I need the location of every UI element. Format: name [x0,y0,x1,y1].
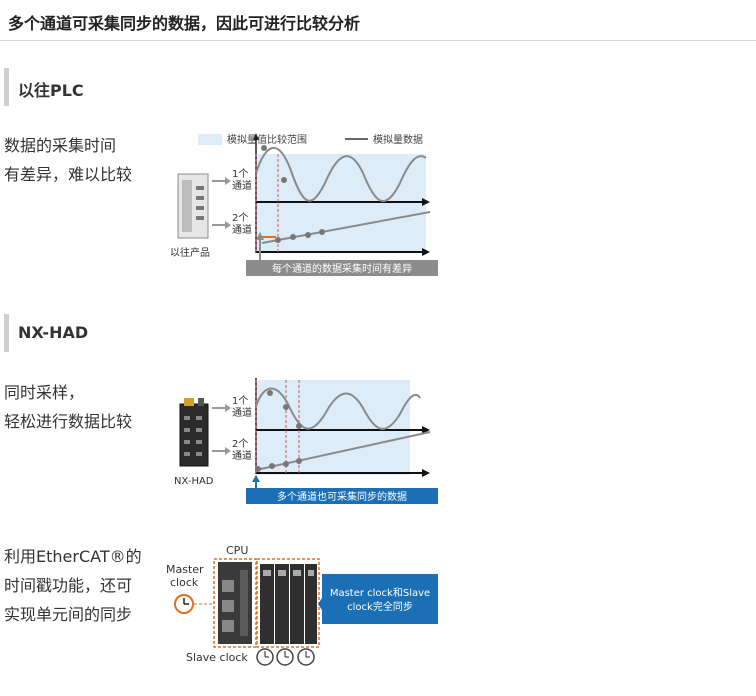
callout-pointer [318,598,322,610]
ch2-label-line1: 2个 [232,212,248,224]
callout-line1: Master clock和Slave [330,587,430,599]
ch2-label-line1: 2个 [232,438,248,450]
ch2-arrow-head [225,221,231,229]
caption-pointer-head [252,475,260,482]
ch1-sample-point [296,423,302,429]
ch1-analog-curve [255,146,427,203]
ch2-label-line2: 通道 [232,223,252,236]
cpu-label: CPU [226,544,248,557]
ch2-analog-line [261,211,431,244]
slave-clock-label: Slave clock [186,651,248,664]
sync-callout-box [322,574,438,624]
master-clock-label-line1: Master [166,563,204,576]
ch1-label-line2: 通道 [232,179,252,192]
cpu-unit [218,562,252,644]
section-heading-nx-had: NX-HAD [4,314,304,352]
ch1-sample-point [261,145,267,151]
ch2-axis-arrow [422,469,430,477]
caption-text: 每个通道的数据采集时间有差异 [272,262,412,275]
legend-range-swatch [198,134,222,145]
ethercat-sync-figure: CPU Master clock Master clock和Slave cloc… [166,544,438,666]
ch2-arrow-head [225,447,231,455]
device-label: NX-HAD [174,476,214,487]
ch2-sample-point [255,466,261,472]
callout-line2: clock完全同步 [347,600,413,613]
description-line: 轻松进行数据比较 [4,412,133,431]
master-clock-label-line2: clock [170,576,199,589]
cpu-highlight-frame [213,558,257,648]
page-title: 多个通道可采集同步的数据，因此可进行比较分析 [8,14,361,33]
ch2-sample-point [290,234,296,240]
description-line: 利用EtherCAT®的 [4,547,142,566]
section-description-nx-had: 同时采样， 轻松进行数据比较 [4,378,132,436]
master-clock-icon [174,594,194,614]
heading-text: 以往PLC [18,81,84,100]
nx-had-sampling-figure: NX-HAD 1个 通道 2个 通道 多个通道也可采集同步的数据 [174,378,438,504]
heading-bar [4,314,9,352]
section-heading-legacy-plc: 以往PLC [4,68,304,106]
ch1-label-line1: 1个 [232,395,248,407]
caption-banner [246,260,438,276]
section-description-ethercat: 利用EtherCAT®的 时间戳功能，还可 实现单元间的同步 [4,542,142,629]
ch1-arrow-head [225,177,231,185]
legend-range-label: 模拟量值比较范围 [227,133,307,146]
slave-clock-icon [297,648,315,666]
description-line: 数据的采集时间 [4,136,117,155]
ch1-arrow-head [225,404,231,412]
y-axis-arrow [253,133,259,140]
caption-banner [246,488,438,504]
description-line: 时间戳功能，还可 [4,576,133,595]
device-label: 以往产品 [170,246,210,259]
description-line: 有差异，难以比较 [4,165,133,184]
ch2-sample-point [319,229,325,235]
nx-had-device-icon [179,398,209,467]
ch1-axis-arrow [422,198,430,206]
description-line: 实现单元间的同步 [4,605,133,624]
slave-clock-icon [276,648,294,666]
ch1-label-line2: 通道 [232,406,252,419]
heading-text: NX-HAD [18,323,89,342]
ch1-axis-arrow [422,426,430,434]
ch2-sample-point [283,461,289,467]
heading-bar [4,68,9,106]
ch2-sample-point [275,237,281,243]
ch1-label-line1: 1个 [232,168,248,180]
ch2-sample-point [269,463,275,469]
ch2-sample-point [296,458,302,464]
ch2-sample-point [305,232,311,238]
legend-data-label: 模拟量数据 [373,133,423,146]
section-description-legacy-plc: 数据的采集时间 有差异，难以比较 [4,131,132,189]
caption-text: 多个通道也可采集同步的数据 [277,490,407,503]
description-line: 同时采样， [4,383,85,402]
ch1-sample-point [283,404,289,410]
ch1-analog-curve [255,387,421,430]
ch1-sample-point [267,390,273,396]
legacy-plc-sampling-figure: 模拟量值比较范围 模拟量数据 以往产品 1个 通道 2个 通道 每个通道的数据采… [170,133,438,276]
io-units [260,564,317,644]
ch2-axis-arrow [422,248,430,256]
ch1-sample-point [281,177,287,183]
caption-pointer-head [256,232,264,240]
slave-clock-icon [256,648,274,666]
title-divider [0,40,756,41]
ch2-label-line2: 通道 [232,449,252,462]
legacy-device-icon [177,173,209,239]
